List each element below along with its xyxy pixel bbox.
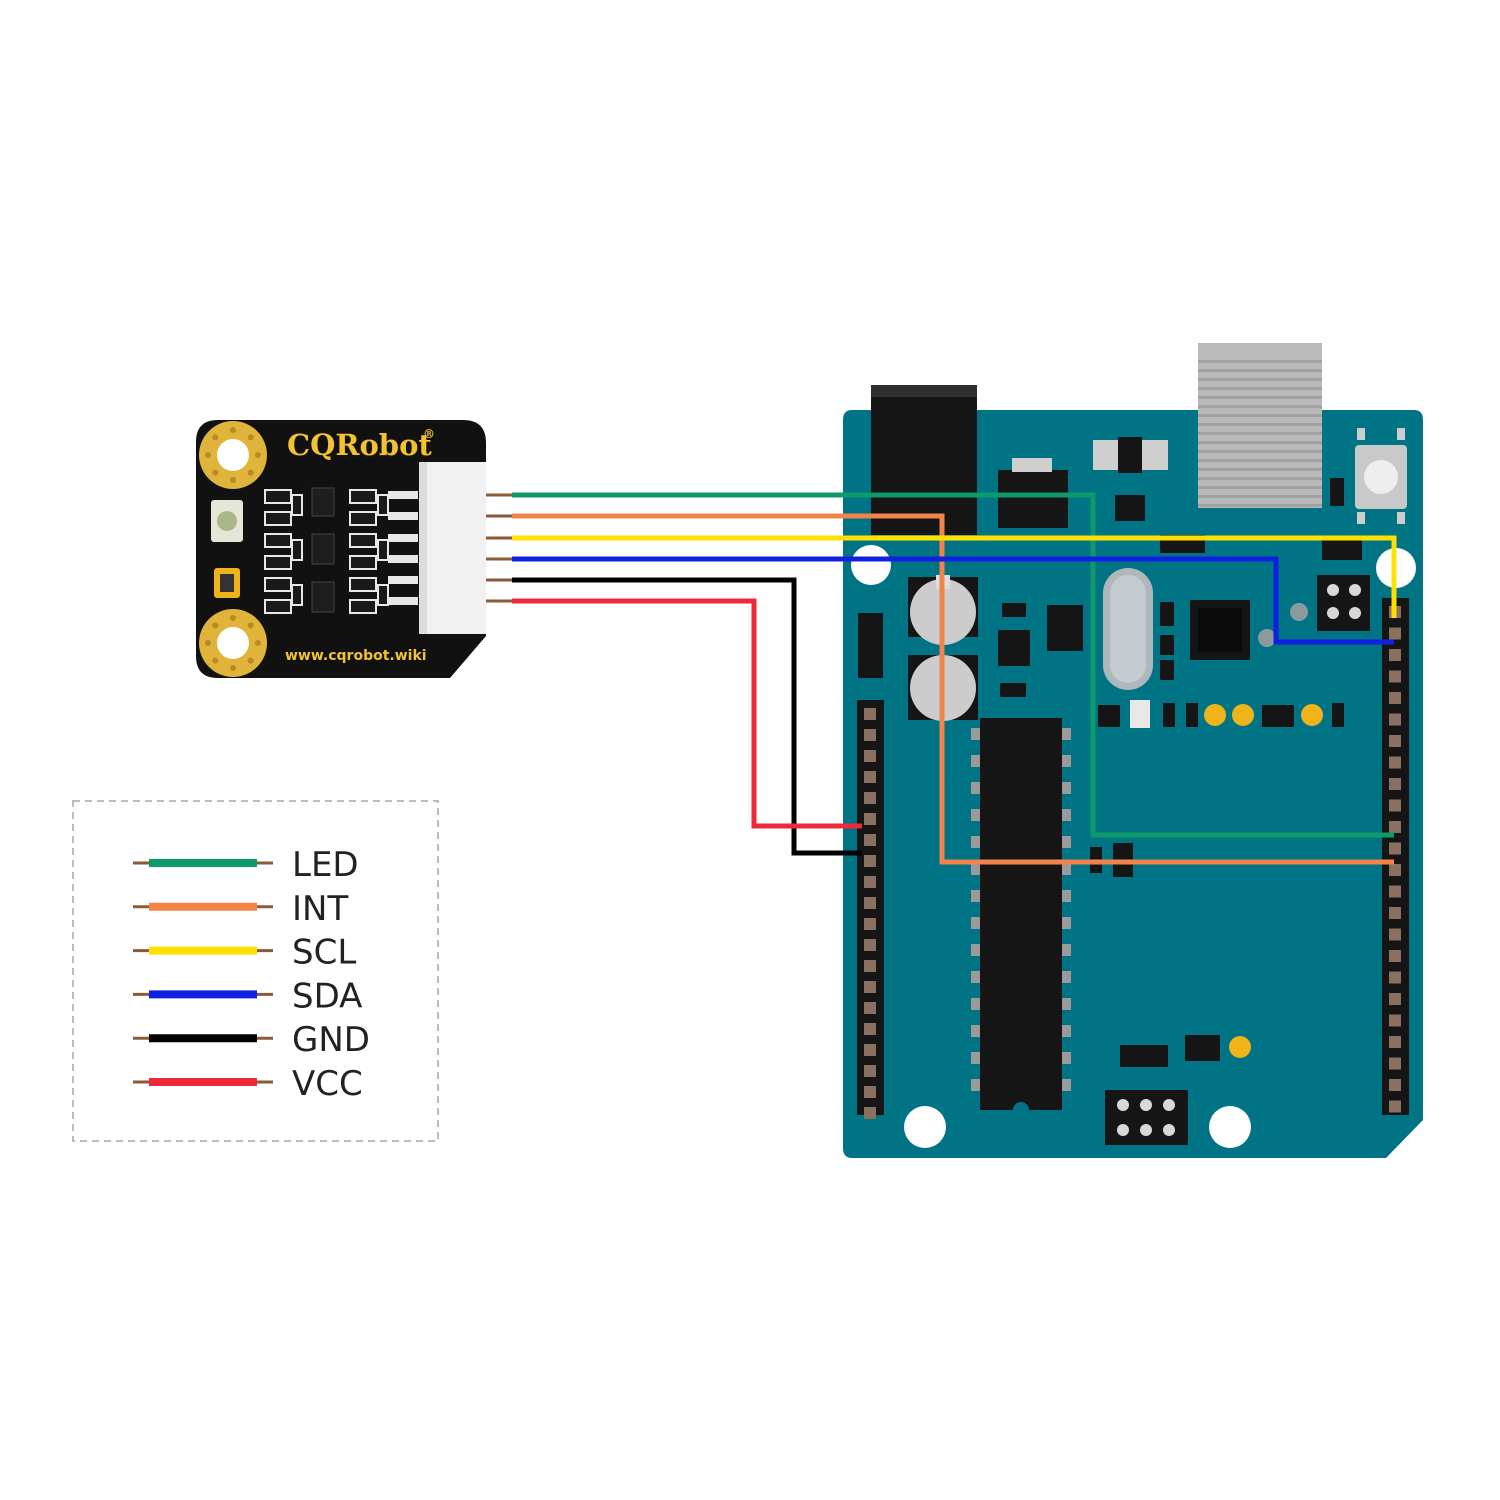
mounting-pad <box>199 421 267 489</box>
jst-connector <box>388 462 512 634</box>
module-brand: CQRobot <box>287 428 432 462</box>
icsp-header-top <box>1317 575 1370 631</box>
left-header <box>857 700 884 1119</box>
legend-label-scl: SCL <box>292 933 356 973</box>
legend-label-gnd: GND <box>292 1020 370 1060</box>
wire-vcc <box>512 598 862 829</box>
wire-gnd <box>512 577 862 856</box>
wire-led <box>512 492 1394 838</box>
legend-frame <box>72 800 439 1142</box>
legend-label-vcc: VCC <box>292 1064 363 1104</box>
module-url: www.cqrobot.wiki <box>285 648 427 664</box>
wire-int <box>512 513 1394 865</box>
legend-label-led: LED <box>292 845 359 885</box>
crystal-oscillator <box>1103 568 1153 690</box>
registered-mark: ® <box>423 427 435 441</box>
atmega-mcu <box>971 718 1071 1110</box>
mount-hole <box>851 545 891 585</box>
wire-scl <box>512 535 1397 618</box>
arduino-uno-board <box>843 343 1423 1158</box>
right-header <box>1382 598 1409 1115</box>
mounting-pad <box>199 609 267 677</box>
wire-sda <box>512 556 1394 645</box>
reset-button <box>1355 428 1407 524</box>
sensor-module: CQRobot ® www.cqrobot.wiki <box>196 420 512 678</box>
status-leds <box>1098 700 1344 728</box>
mount-hole <box>904 1106 946 1148</box>
icsp-header-bottom <box>1105 1090 1188 1145</box>
legend-label-int: INT <box>292 889 348 929</box>
mount-hole <box>1209 1106 1251 1148</box>
usb-serial-chip <box>1190 600 1250 660</box>
legend-label-sda: SDA <box>292 976 362 1016</box>
wires <box>512 492 1397 865</box>
